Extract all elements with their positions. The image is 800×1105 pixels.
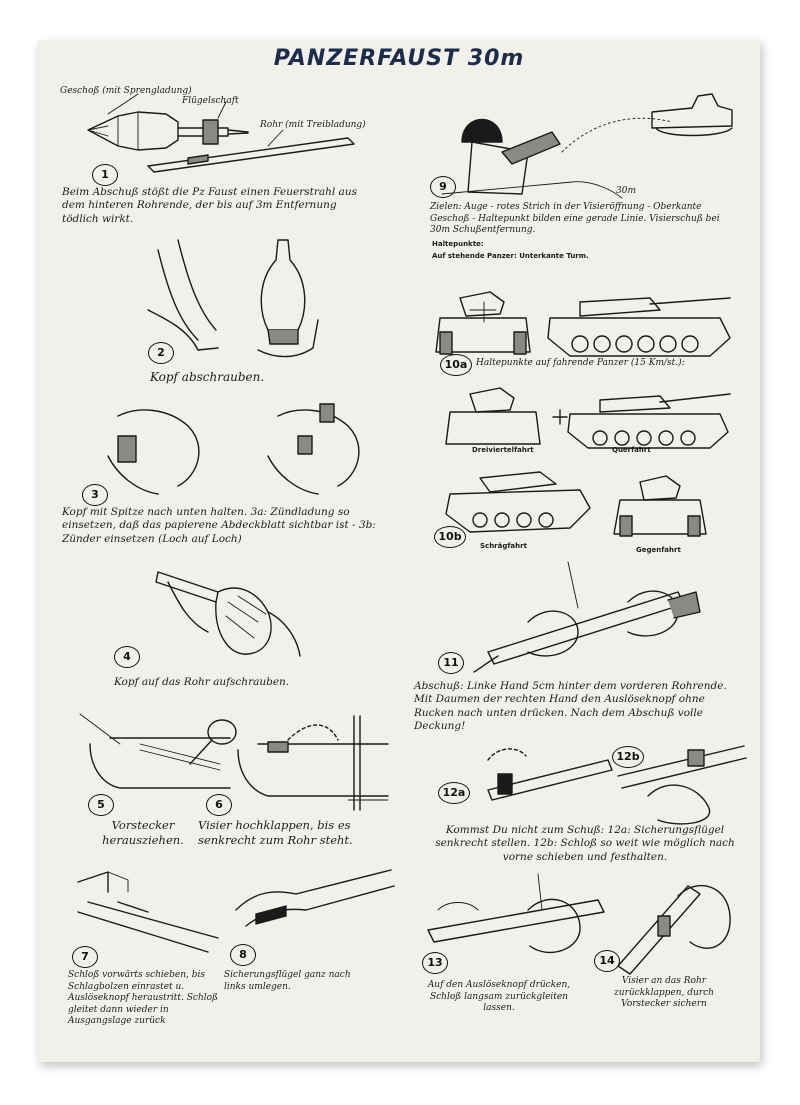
step-5-number: 5 <box>88 794 114 816</box>
step-10a-number: 10a <box>440 354 472 376</box>
step-10a-illustration <box>435 291 731 449</box>
step-10a-caption: Haltepunkte auf fahrende Panzer (15 Km/s… <box>476 358 685 368</box>
step-13-number: 13 <box>422 952 448 974</box>
label-geschoss: Geschoß (mit Sprengladung) <box>60 86 192 96</box>
label-fluegelschaft: Flügelschaft <box>182 96 239 106</box>
step-6-number: 6 <box>206 794 232 816</box>
label-gegenfahrt: Gegenfahrt <box>636 546 681 554</box>
label-dreiviertelfahrt: Dreiviertelfahrt <box>472 446 534 454</box>
step-3-number: 3 <box>82 484 108 506</box>
step-14-illustration <box>617 885 731 975</box>
step-2-caption: Kopf abschrauben. <box>150 370 265 384</box>
step-10b-illustration <box>445 471 707 537</box>
step-2-illustration <box>147 239 319 358</box>
label-30m: 30m <box>616 186 636 196</box>
step-12-caption: Kommst Du nicht zum Schuß: 12a: Sicherun… <box>435 824 735 863</box>
step-7-number: 7 <box>72 946 98 968</box>
step-12b-number: 12b <box>612 746 644 768</box>
step-4-number: 4 <box>114 646 140 668</box>
step-2-number: 2 <box>148 342 174 364</box>
step-8-number: 8 <box>230 944 256 966</box>
step-5-illustration <box>79 713 237 789</box>
haltepunkte-heading: Haltepunkte: <box>432 240 484 248</box>
step-4-illustration <box>155 571 301 657</box>
step-12a-number: 12a <box>438 782 470 804</box>
step-13-caption: Auf den Auslöseknopf drücken, Schloß lan… <box>427 980 571 1014</box>
step-9-caption: Zielen: Auge - rotes Strich in der Visie… <box>430 202 720 236</box>
step-3-illustration <box>107 403 360 495</box>
step-5-caption: Vorstecker herausziehen. <box>102 818 184 847</box>
haltepunkte-stationary: Auf stehende Panzer: Unterkante Turm. <box>432 252 589 260</box>
step-6-illustration <box>237 715 389 811</box>
weapon-illustration <box>87 93 355 173</box>
step-9-illustration <box>441 93 733 199</box>
step-3-caption: Kopf mit Spitze nach unten halten. 3a: Z… <box>62 506 376 545</box>
page-title: PANZERFAUST 30m <box>273 46 525 71</box>
step-11-caption: Abschuß: Linke Hand 5cm hinter dem vorde… <box>414 680 727 733</box>
label-querfahrt: Querfahrt <box>612 446 651 454</box>
step-12b-illustration <box>617 745 747 825</box>
step-13-illustration <box>427 873 605 954</box>
step-8-illustration <box>235 869 395 927</box>
step-7-illustration <box>77 871 219 953</box>
label-schraegfahrt: Schrägfahrt <box>480 542 527 550</box>
step-10b-number: 10b <box>434 526 466 548</box>
step-7-caption: Schloß vorwärts schieben, bis Schlagbolz… <box>68 970 219 1027</box>
step-4-caption: Kopf auf das Rohr aufschrauben. <box>114 676 290 688</box>
instruction-sheet: PANZERFAUST 30m Geschoß (mit Sprengladun… <box>38 40 760 1062</box>
step-1-caption: Beim Abschuß stößt die Pz Faust einen Fe… <box>62 186 357 225</box>
step-14-number: 14 <box>594 950 620 972</box>
step-9-number: 9 <box>430 176 456 198</box>
label-rohr: Rohr (mit Treibladung) <box>260 120 366 130</box>
step-6-caption: Visier hochklappen, bis es senkrecht zum… <box>198 818 353 847</box>
step-11-number: 11 <box>438 652 464 674</box>
step-12a-illustration <box>487 748 613 801</box>
step-1-number: 1 <box>92 164 118 186</box>
step-11-illustration <box>473 561 701 673</box>
step-8-caption: Sicherungsflügel ganz nach links umlegen… <box>224 970 351 992</box>
step-14-caption: Visier an das Rohr zurückklappen, durch … <box>614 976 714 1010</box>
